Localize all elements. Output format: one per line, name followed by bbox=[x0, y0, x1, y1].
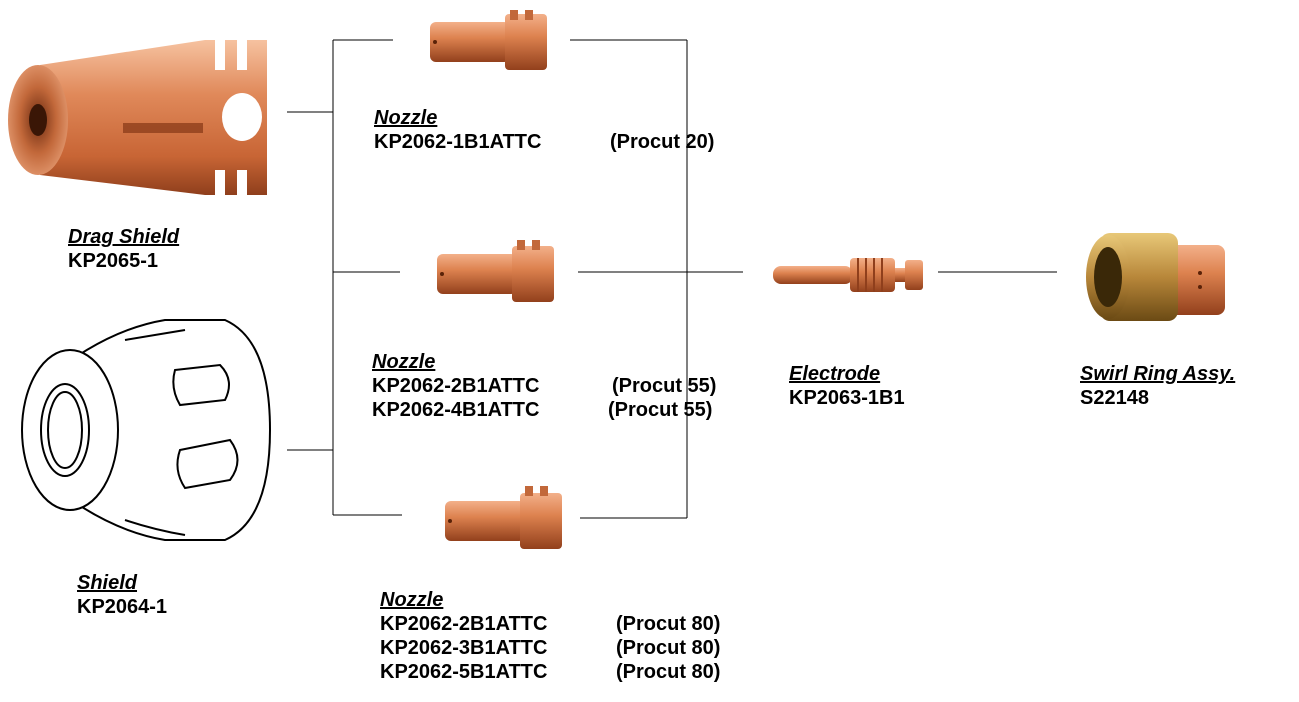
drag-shield-title: Drag Shield bbox=[68, 225, 179, 249]
part-line: KP2062-2B1ATTC (Procut 55) bbox=[372, 374, 539, 398]
electrode-code: KP2063-1B1 bbox=[789, 386, 905, 410]
part-line: KP2062-2B1ATTC (Procut 80) bbox=[380, 612, 547, 636]
part-code: KP2062-4B1ATTC bbox=[372, 398, 539, 422]
nozzle-top-label: Nozzle KP2062-1B1ATTC (Procut 20) bbox=[374, 106, 541, 154]
nozzle-bottom-label: Nozzle KP2062-2B1ATTC (Procut 80) KP2062… bbox=[380, 588, 547, 684]
part-code: KP2062-2B1ATTC bbox=[380, 612, 547, 636]
nozzle-mid-image bbox=[432, 238, 562, 306]
swirl-ring-title: Swirl Ring Assy. bbox=[1080, 362, 1235, 386]
nozzle-bottom-title: Nozzle bbox=[380, 588, 547, 612]
swirl-ring-label: Swirl Ring Assy. S22148 bbox=[1080, 362, 1235, 410]
part-line: KP2062-3B1ATTC (Procut 80) bbox=[380, 636, 547, 660]
part-line: KP2062-5B1ATTC (Procut 80) bbox=[380, 660, 547, 684]
nozzle-top-title: Nozzle bbox=[374, 106, 541, 130]
part-code: KP2062-1B1ATTC bbox=[374, 130, 541, 154]
procut-note: (Procut 80) bbox=[616, 612, 720, 636]
procut-note: (Procut 20) bbox=[610, 130, 714, 154]
procut-note: (Procut 55) bbox=[608, 398, 712, 422]
electrode-title: Electrode bbox=[789, 362, 905, 386]
electrode-image bbox=[770, 250, 930, 298]
part-code: KP2062-2B1ATTC bbox=[372, 374, 539, 398]
shield-label: Shield KP2064-1 bbox=[77, 571, 167, 619]
nozzle-mid-title: Nozzle bbox=[372, 350, 539, 374]
drag-shield-label: Drag Shield KP2065-1 bbox=[68, 225, 179, 273]
shield-code: KP2064-1 bbox=[77, 595, 167, 619]
drag-shield-code: KP2065-1 bbox=[68, 249, 179, 273]
swirl-ring-code: S22148 bbox=[1080, 386, 1235, 410]
procut-note: (Procut 55) bbox=[612, 374, 716, 398]
part-line: KP2062-4B1ATTC (Procut 55) bbox=[372, 398, 539, 422]
shield-image bbox=[15, 310, 275, 555]
shield-title: Shield bbox=[77, 571, 167, 595]
part-line: KP2062-1B1ATTC (Procut 20) bbox=[374, 130, 541, 154]
procut-note: (Procut 80) bbox=[616, 660, 720, 684]
electrode-label: Electrode KP2063-1B1 bbox=[789, 362, 905, 410]
part-code: KP2062-3B1ATTC bbox=[380, 636, 547, 660]
nozzle-bottom-image bbox=[440, 483, 570, 553]
procut-note: (Procut 80) bbox=[616, 636, 720, 660]
swirl-ring-image bbox=[1080, 225, 1230, 325]
nozzle-top-image bbox=[425, 8, 555, 73]
part-code: KP2062-5B1ATTC bbox=[380, 660, 547, 684]
nozzle-mid-label: Nozzle KP2062-2B1ATTC (Procut 55) KP2062… bbox=[372, 350, 539, 422]
drag-shield-image bbox=[5, 35, 275, 205]
